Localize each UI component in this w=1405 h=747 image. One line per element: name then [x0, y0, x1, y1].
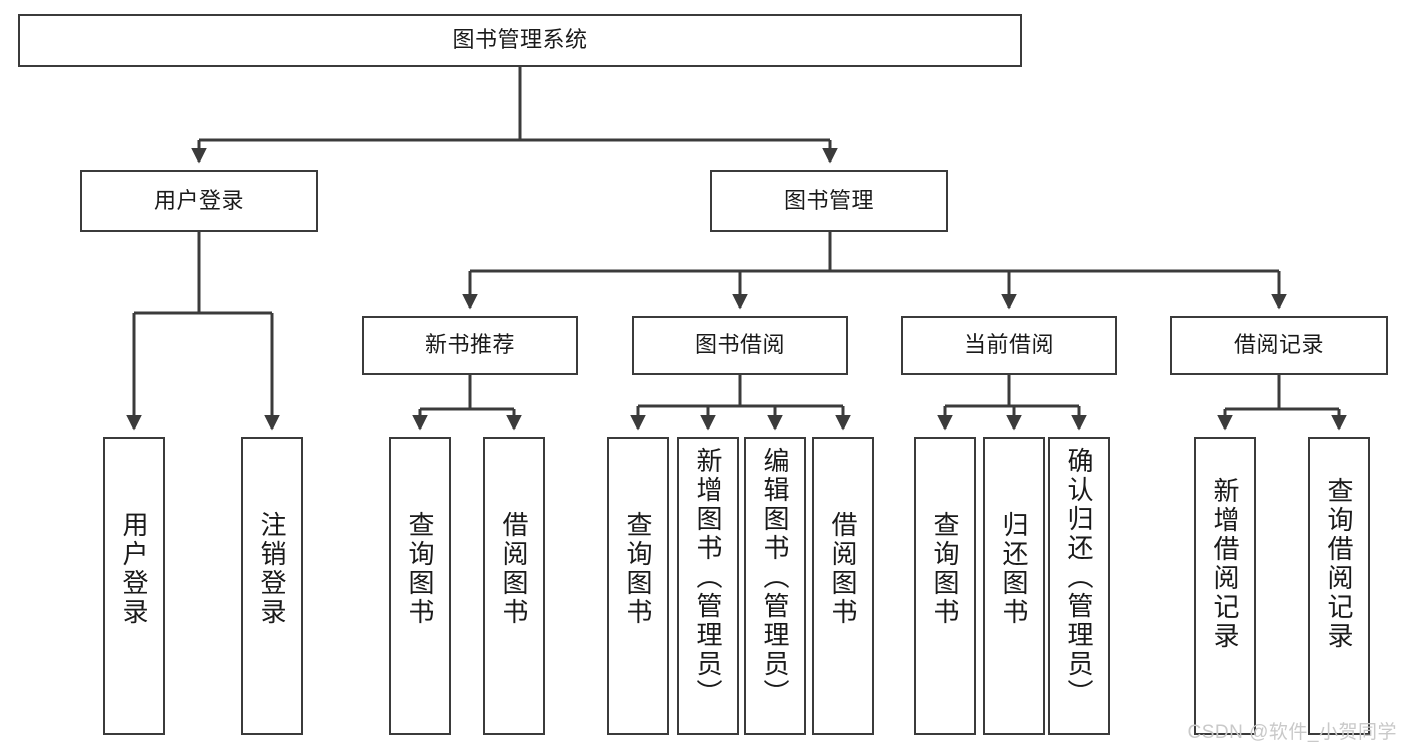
- node-leaf-query-book-2-label: 查询图书: [623, 511, 653, 627]
- node-leaf-add-record-label: 新增借阅记录: [1210, 477, 1240, 651]
- node-leaf-borrow-book-1-label: 借阅图书: [499, 511, 529, 627]
- node-root-label: 图书管理系统: [452, 27, 588, 53]
- node-leaf-logout[interactable]: 注销登录: [241, 437, 303, 735]
- node-leaf-query-record-label: 查询借阅记录: [1324, 477, 1354, 651]
- node-leaf-query-book-1[interactable]: 查询图书: [389, 437, 451, 735]
- node-borrow-record-label: 借阅记录: [1233, 332, 1324, 358]
- node-leaf-borrow-book-2-label: 借阅图书: [828, 511, 858, 627]
- node-book-borrow-label: 图书借阅: [694, 332, 785, 358]
- node-leaf-confirm-return[interactable]: 确认归还（管理员）: [1048, 437, 1110, 735]
- node-leaf-return-book[interactable]: 归还图书: [983, 437, 1045, 735]
- node-book-borrow[interactable]: 图书借阅: [632, 316, 848, 375]
- node-leaf-query-book-2[interactable]: 查询图书: [607, 437, 669, 735]
- node-leaf-query-record[interactable]: 查询借阅记录: [1308, 437, 1370, 735]
- node-leaf-user-login-label: 用户登录: [119, 511, 149, 627]
- node-leaf-query-book-1-label: 查询图书: [405, 511, 435, 627]
- node-borrow-record[interactable]: 借阅记录: [1170, 316, 1388, 375]
- node-leaf-confirm-return-label: 确认归还（管理员）: [1064, 447, 1094, 708]
- node-current-borrow-label: 当前借阅: [963, 332, 1054, 358]
- node-leaf-edit-book-label: 编辑图书（管理员）: [760, 447, 790, 708]
- node-leaf-edit-book[interactable]: 编辑图书（管理员）: [744, 437, 806, 735]
- node-leaf-borrow-book-2[interactable]: 借阅图书: [812, 437, 874, 735]
- node-current-borrow[interactable]: 当前借阅: [901, 316, 1117, 375]
- node-leaf-borrow-book-1[interactable]: 借阅图书: [483, 437, 545, 735]
- node-book-manage-label: 图书管理: [783, 187, 874, 213]
- node-new-book-recommend[interactable]: 新书推荐: [362, 316, 578, 375]
- node-book-manage[interactable]: 图书管理: [710, 170, 948, 232]
- node-leaf-add-book[interactable]: 新增图书（管理员）: [677, 437, 739, 735]
- node-user-login-label: 用户登录: [153, 187, 244, 213]
- node-new-book-recommend-label: 新书推荐: [424, 332, 515, 358]
- node-root[interactable]: 图书管理系统: [18, 14, 1022, 67]
- node-leaf-return-book-label: 归还图书: [999, 511, 1029, 627]
- node-leaf-add-record[interactable]: 新增借阅记录: [1194, 437, 1256, 735]
- node-leaf-user-login[interactable]: 用户登录: [103, 437, 165, 735]
- node-leaf-query-book-3-label: 查询图书: [930, 511, 960, 627]
- node-leaf-query-book-3[interactable]: 查询图书: [914, 437, 976, 735]
- node-leaf-logout-label: 注销登录: [257, 511, 287, 627]
- node-user-login[interactable]: 用户登录: [80, 170, 318, 232]
- node-leaf-add-book-label: 新增图书（管理员）: [693, 447, 723, 708]
